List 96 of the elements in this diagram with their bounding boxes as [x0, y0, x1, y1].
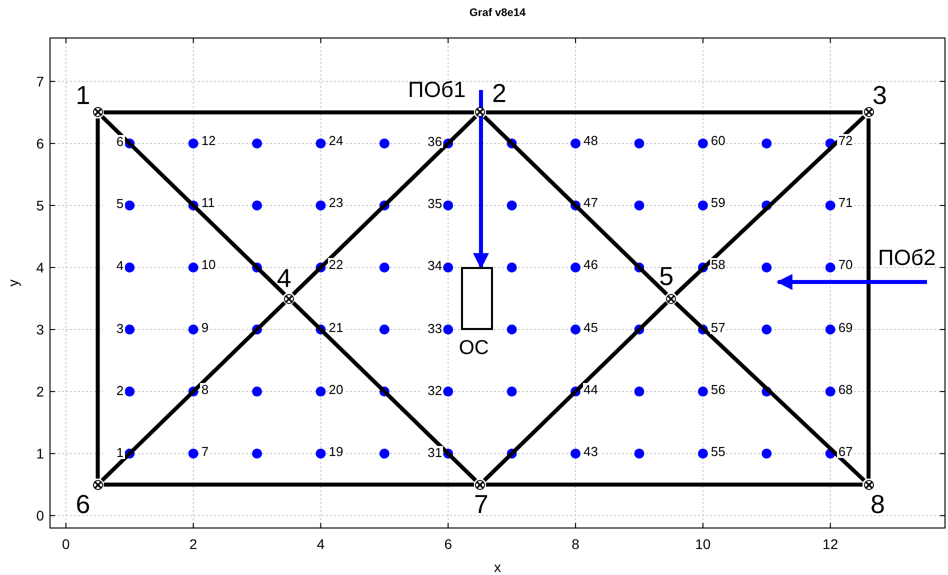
point-label: 10 — [200, 258, 217, 272]
point-label: 11 — [200, 196, 216, 210]
tick-label: 7 — [36, 73, 44, 90]
point-label: 21 — [328, 320, 344, 334]
graph-edge — [100, 115, 286, 296]
point-label: 20 — [328, 382, 344, 396]
tick-label: 12 — [822, 536, 838, 552]
point-label: 24 — [328, 134, 344, 148]
point-label: 60 — [710, 134, 726, 148]
point-label: 6 — [102, 135, 125, 148]
tick-label: 4 — [36, 260, 44, 276]
vertex-number: 3 — [872, 82, 888, 108]
vertex-marker — [92, 107, 103, 118]
graph-edge — [104, 110, 474, 114]
point-label: 31 — [421, 446, 444, 459]
graph-edge — [104, 482, 474, 487]
point-label: 57 — [710, 320, 726, 334]
source-label: ПОб1 — [408, 78, 479, 102]
point-label: 4 — [102, 259, 125, 272]
vertex-marker — [92, 480, 103, 490]
tick-label: 2 — [36, 384, 44, 400]
graph-edge — [292, 115, 478, 296]
tick-label: 8 — [572, 536, 580, 552]
graph-edge — [674, 301, 866, 482]
point-label: 19 — [328, 444, 344, 458]
tick-label: 0 — [62, 536, 70, 552]
point-label: 68 — [837, 382, 854, 396]
vertex-number: 8 — [870, 490, 886, 517]
point-label: 56 — [710, 382, 726, 396]
tick-label: 0 — [36, 508, 44, 524]
graph-edge — [486, 110, 863, 114]
point-label: 2 — [102, 384, 125, 397]
vertex-marker — [474, 107, 485, 118]
tick-label: 6 — [36, 135, 44, 152]
vertex-number: 6 — [76, 490, 90, 517]
point-label: 69 — [837, 320, 854, 334]
point-label: 55 — [710, 444, 726, 458]
point-label: 34 — [421, 259, 444, 272]
vertex-marker — [474, 480, 485, 490]
tick-label: 1 — [36, 446, 44, 462]
point-label: 5 — [102, 197, 125, 210]
point-label: 71 — [837, 196, 854, 210]
graph-edge — [866, 118, 871, 479]
vertex-marker — [864, 107, 874, 118]
point-label: 8 — [200, 382, 210, 396]
object-rectangle — [460, 267, 493, 330]
point-label: 47 — [582, 196, 599, 210]
arrow — [473, 90, 489, 270]
object-label: ОС — [458, 338, 489, 358]
tick-label: 6 — [444, 536, 452, 552]
source-label: ПОб2 — [878, 246, 946, 282]
point-label: 48 — [582, 134, 599, 148]
point-label: 43 — [582, 444, 599, 458]
graph-edge — [674, 115, 866, 296]
vertex-marker — [864, 480, 874, 490]
tick-label: 2 — [189, 536, 198, 552]
point-label: 12 — [200, 134, 217, 148]
point-label: 59 — [710, 196, 726, 210]
point-label: 33 — [421, 322, 444, 335]
point-label: 35 — [421, 197, 444, 210]
point-label: 58 — [710, 258, 726, 272]
point-label: 36 — [421, 135, 444, 148]
graph-edge — [100, 301, 286, 482]
vertex-number: 1 — [76, 82, 90, 108]
vertex-number: 4 — [276, 264, 292, 290]
graph-edge — [292, 301, 478, 482]
point-label: 22 — [328, 258, 344, 272]
vertex-marker — [666, 294, 676, 304]
point-label: 72 — [837, 134, 854, 148]
point-label: 32 — [421, 384, 444, 397]
point-label: 23 — [328, 196, 344, 210]
vertex-number: 7 — [474, 490, 488, 517]
tick-label: 5 — [36, 197, 44, 214]
point-label: 67 — [837, 444, 854, 458]
point-label: 7 — [200, 444, 210, 458]
point-label: 3 — [102, 322, 125, 335]
point-label: 44 — [582, 382, 599, 396]
tick-label: 4 — [316, 536, 325, 552]
graph-edge — [486, 482, 863, 487]
vertex-number: 5 — [659, 262, 674, 288]
graph-edge — [482, 301, 668, 482]
point-label: 70 — [837, 258, 854, 272]
graph-edge — [96, 118, 100, 479]
axis-label: x — [494, 559, 501, 575]
point-label: 9 — [200, 320, 210, 334]
tick-label: 10 — [695, 536, 711, 552]
point-label: 45 — [582, 320, 599, 334]
chart-title: Graf v8e14 — [468, 8, 527, 19]
point-label: 1 — [102, 446, 125, 459]
arrow — [776, 274, 927, 290]
vertex-number: 2 — [492, 80, 506, 106]
point-label: 46 — [582, 258, 599, 272]
vertex-marker — [284, 294, 294, 304]
tick-label: 3 — [36, 322, 44, 338]
graph-edge — [482, 115, 668, 296]
axis-label: y — [5, 280, 21, 286]
